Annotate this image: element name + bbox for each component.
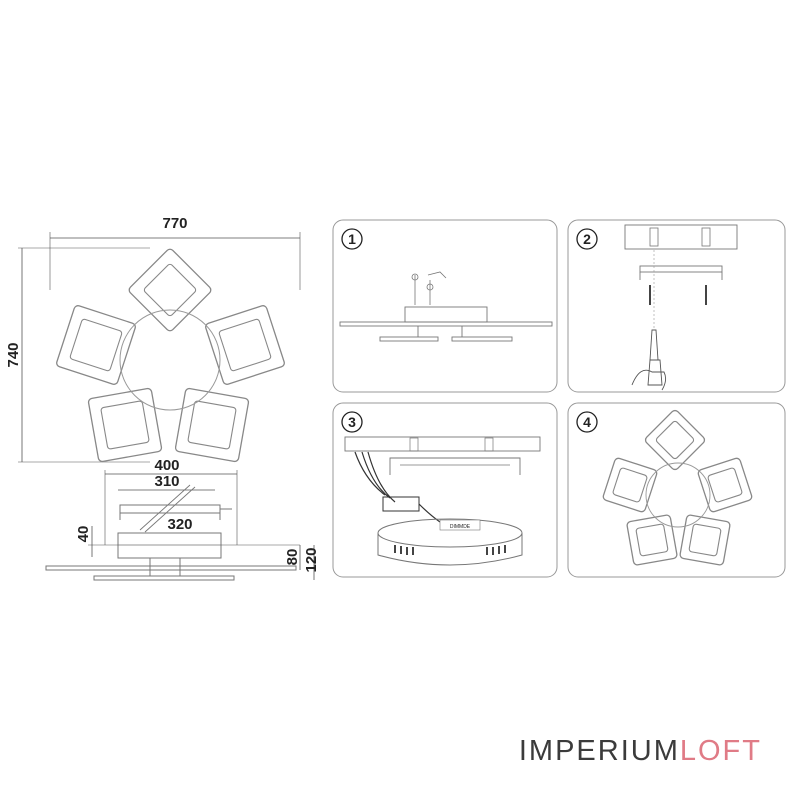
dimension-width-770: 770 (162, 215, 187, 232)
petal-left (56, 305, 136, 385)
dimension-80: 80 (284, 549, 301, 566)
step-4-panel: 4 (567, 402, 786, 578)
petal-right (205, 305, 285, 385)
dimension-120: 120 (303, 547, 320, 572)
dimension-height-740: 740 (5, 342, 22, 367)
dimension-310: 310 (154, 473, 179, 490)
step-2-panel: 2 (567, 219, 786, 393)
step-3-panel: 3 DIMMDE (332, 402, 558, 578)
step-2-badge (576, 228, 598, 250)
driver-label: DIMMDE (450, 524, 471, 530)
dimension-40: 40 (75, 526, 92, 543)
step-1-panel: 1 (332, 219, 558, 393)
step-2-number: 2 (583, 231, 591, 247)
step-1-number: 1 (348, 231, 356, 247)
step-1-badge (341, 228, 363, 250)
step-4-number: 4 (583, 414, 591, 430)
side-view-drawing: 400 310 320 40 80 120 (45, 457, 320, 581)
top-view-drawing: 770 740 (5, 215, 301, 463)
petal-bottom-right (174, 387, 250, 463)
petal-top (128, 248, 212, 332)
ceiling-block (624, 224, 738, 250)
brand-logo-part1: IMPERIUM (518, 735, 680, 767)
brand-logo: IMPERIUMLOFT (519, 735, 762, 768)
brand-logo-part2: LOFT (679, 735, 762, 767)
petal-bottom-left (87, 387, 163, 463)
step-3-number: 3 (348, 414, 356, 430)
dimension-400: 400 (154, 457, 179, 474)
center-base-circle (119, 309, 221, 411)
step-3-badge (341, 411, 363, 433)
step-4-badge (576, 411, 598, 433)
dimension-320: 320 (167, 516, 192, 533)
